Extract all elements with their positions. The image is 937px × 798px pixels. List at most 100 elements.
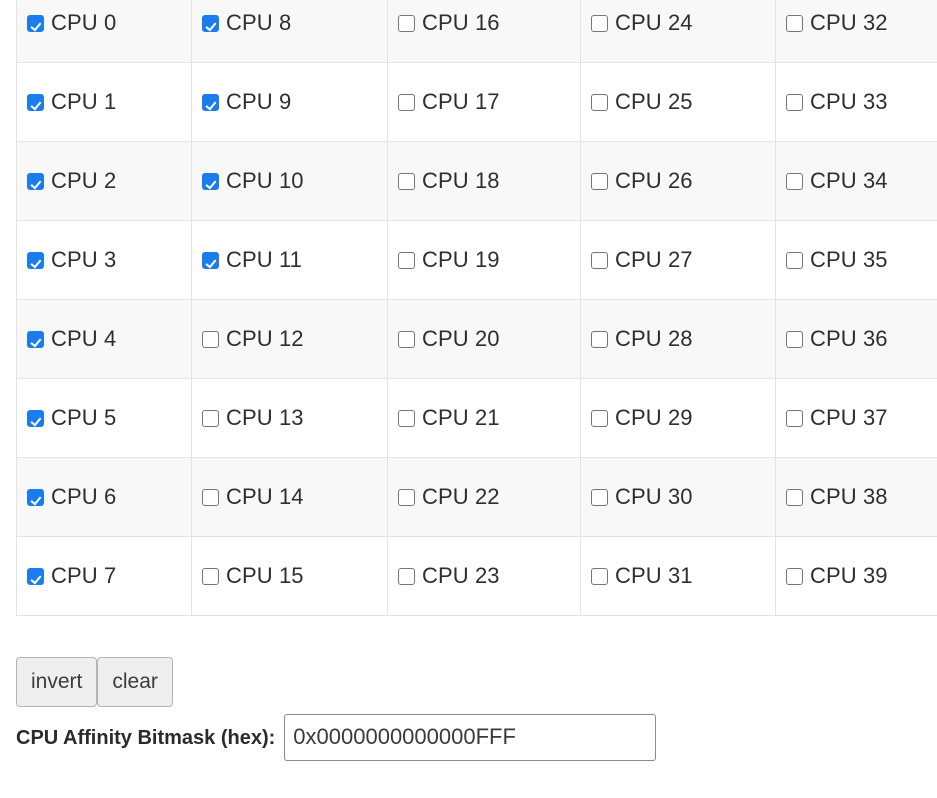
cpu-cell[interactable]: CPU 15: [191, 536, 388, 616]
checkbox-unchecked-icon[interactable]: [398, 488, 415, 506]
checkbox-unchecked-icon[interactable]: [398, 251, 415, 269]
checkbox-unchecked-icon[interactable]: [398, 172, 415, 190]
checkbox-unchecked-icon[interactable]: [786, 488, 803, 506]
cpu-cell[interactable]: CPU 18: [387, 141, 581, 221]
checkbox-unchecked-icon[interactable]: [591, 93, 608, 111]
checkbox-unchecked-icon[interactable]: [202, 488, 219, 506]
cpu-cell-inner: CPU 28: [591, 328, 775, 350]
cpu-cell[interactable]: CPU 8: [191, 0, 388, 63]
cpu-cell[interactable]: CPU 14: [191, 457, 388, 537]
cpu-cell[interactable]: CPU 28: [580, 299, 776, 379]
cpu-label: CPU 12: [226, 326, 304, 351]
cpu-cell[interactable]: CPU 12: [191, 299, 388, 379]
bitmask-input[interactable]: [284, 714, 657, 761]
cpu-cell[interactable]: CPU 21: [387, 378, 581, 458]
checkbox-unchecked-icon[interactable]: [786, 14, 803, 32]
cpu-cell[interactable]: CPU 29: [580, 378, 776, 458]
checkbox-checked-icon[interactable]: [27, 488, 44, 506]
cpu-label: CPU 6: [51, 484, 117, 509]
cpu-cell[interactable]: CPU 6: [16, 457, 192, 537]
checkbox-checked-icon[interactable]: [202, 14, 219, 32]
cpu-label: CPU 21: [422, 405, 500, 430]
cpu-cell[interactable]: CPU 33: [775, 62, 937, 142]
checkbox-unchecked-icon[interactable]: [398, 567, 415, 585]
cpu-cell[interactable]: CPU 27: [580, 220, 776, 300]
checkbox-unchecked-icon[interactable]: [398, 409, 415, 427]
checkbox-checked-icon[interactable]: [27, 409, 44, 427]
cpu-label: CPU 3: [51, 247, 117, 272]
cpu-cell[interactable]: CPU 24: [580, 0, 776, 63]
checkbox-unchecked-icon[interactable]: [786, 567, 803, 585]
checkbox-unchecked-icon[interactable]: [202, 330, 219, 348]
cpu-cell-inner: CPU 5: [27, 407, 191, 429]
checkbox-checked-icon[interactable]: [27, 14, 44, 32]
cpu-cell[interactable]: CPU 1: [16, 62, 192, 142]
cpu-cell[interactable]: CPU 32: [775, 0, 937, 63]
cpu-cell[interactable]: CPU 3: [16, 220, 192, 300]
cpu-label: CPU 25: [615, 89, 693, 114]
checkbox-unchecked-icon[interactable]: [786, 330, 803, 348]
cpu-cell[interactable]: CPU 34: [775, 141, 937, 221]
checkbox-unchecked-icon[interactable]: [202, 567, 219, 585]
checkbox-unchecked-icon[interactable]: [786, 409, 803, 427]
cpu-cell[interactable]: CPU 4: [16, 299, 192, 379]
cpu-cell[interactable]: CPU 7: [16, 536, 192, 616]
checkbox-unchecked-icon[interactable]: [591, 567, 608, 585]
checkbox-unchecked-icon[interactable]: [786, 93, 803, 111]
checkbox-unchecked-icon[interactable]: [591, 330, 608, 348]
cpu-cell-inner: CPU 11: [202, 249, 387, 271]
cpu-cell[interactable]: CPU 36: [775, 299, 937, 379]
checkbox-checked-icon[interactable]: [202, 93, 219, 111]
cpu-cell[interactable]: CPU 25: [580, 62, 776, 142]
cpu-cell[interactable]: CPU 2: [16, 141, 192, 221]
cpu-cell-inner: CPU 22: [398, 486, 580, 508]
cpu-cell[interactable]: CPU 11: [191, 220, 388, 300]
checkbox-unchecked-icon[interactable]: [591, 172, 608, 190]
cpu-cell-inner: CPU 17: [398, 91, 580, 113]
cpu-cell[interactable]: CPU 26: [580, 141, 776, 221]
cpu-label: CPU 15: [226, 563, 304, 588]
checkbox-checked-icon[interactable]: [202, 251, 219, 269]
cpu-cell[interactable]: CPU 0: [16, 0, 192, 63]
cpu-cell[interactable]: CPU 16: [387, 0, 581, 63]
cpu-cell[interactable]: CPU 31: [580, 536, 776, 616]
cpu-cell[interactable]: CPU 35: [775, 220, 937, 300]
checkbox-checked-icon[interactable]: [27, 251, 44, 269]
checkbox-unchecked-icon[interactable]: [786, 172, 803, 190]
checkbox-checked-icon[interactable]: [27, 93, 44, 111]
cpu-cell[interactable]: CPU 23: [387, 536, 581, 616]
checkbox-checked-icon[interactable]: [27, 172, 44, 190]
cpu-cell[interactable]: CPU 10: [191, 141, 388, 221]
checkbox-unchecked-icon[interactable]: [591, 251, 608, 269]
cpu-cell[interactable]: CPU 38: [775, 457, 937, 537]
cpu-cell-inner: CPU 23: [398, 565, 580, 587]
checkbox-unchecked-icon[interactable]: [398, 330, 415, 348]
cpu-label: CPU 4: [51, 326, 117, 351]
checkbox-unchecked-icon[interactable]: [591, 409, 608, 427]
checkbox-unchecked-icon[interactable]: [591, 14, 608, 32]
cpu-cell[interactable]: CPU 20: [387, 299, 581, 379]
cpu-cell[interactable]: CPU 19: [387, 220, 581, 300]
checkbox-checked-icon[interactable]: [27, 330, 44, 348]
invert-button[interactable]: invert: [16, 657, 98, 707]
cpu-cell[interactable]: CPU 5: [16, 378, 192, 458]
cpu-cell[interactable]: CPU 30: [580, 457, 776, 537]
cpu-cell[interactable]: CPU 37: [775, 378, 937, 458]
clear-button[interactable]: clear: [97, 657, 173, 707]
checkbox-unchecked-icon[interactable]: [786, 251, 803, 269]
checkbox-checked-icon[interactable]: [202, 172, 219, 190]
cpu-cell[interactable]: CPU 22: [387, 457, 581, 537]
checkbox-checked-icon[interactable]: [27, 567, 44, 585]
cpu-cell[interactable]: CPU 13: [191, 378, 388, 458]
checkbox-unchecked-icon[interactable]: [591, 488, 608, 506]
cpu-cell[interactable]: CPU 9: [191, 62, 388, 142]
cpu-cell[interactable]: CPU 17: [387, 62, 581, 142]
checkbox-unchecked-icon[interactable]: [398, 93, 415, 111]
cpu-cell[interactable]: CPU 39: [775, 536, 937, 616]
cpu-cell-inner: CPU 26: [591, 170, 775, 192]
checkbox-unchecked-icon[interactable]: [398, 14, 415, 32]
checkbox-unchecked-icon[interactable]: [202, 409, 219, 427]
